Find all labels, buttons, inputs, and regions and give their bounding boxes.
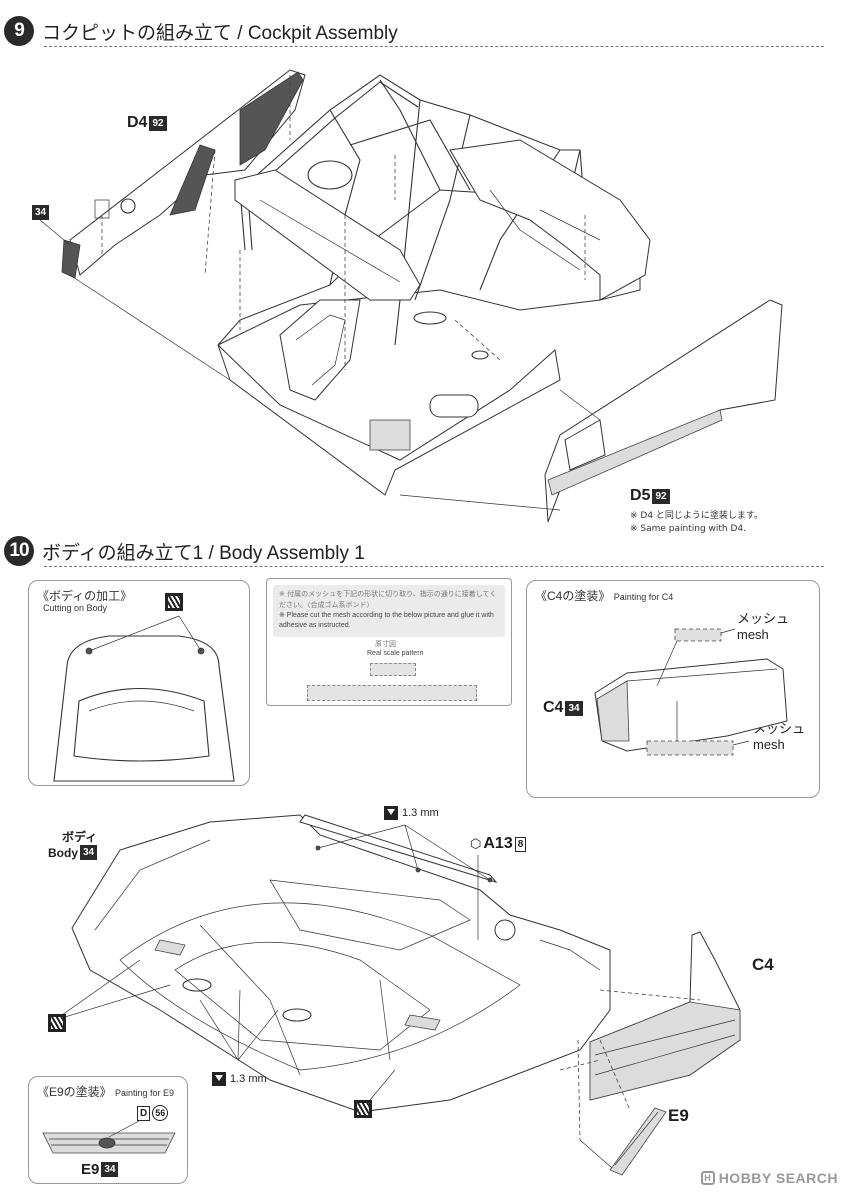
- e9-part-label: E9 34: [81, 1161, 119, 1178]
- e9-circle-code: 56: [152, 1105, 169, 1121]
- mesh-label-en-2: mesh: [753, 737, 785, 752]
- step-9-number: 9: [4, 16, 34, 46]
- mesh-pattern-small: [370, 663, 416, 676]
- cockpit-illustration: [39, 69, 783, 523]
- c4-box-title-jp: 《C4の塗装》: [535, 589, 611, 603]
- e9-box-title-jp: 《E9の塗装》: [37, 1085, 112, 1099]
- a13-part-label: ⬡ A13 8: [470, 835, 527, 853]
- mesh-patch-bottom: [646, 740, 734, 756]
- d5-note-en: ※ Same painting with D4.: [630, 524, 747, 534]
- body-label-jp: ボディ: [61, 830, 98, 844]
- c4-painting-box: 《C4の塗装》 Painting for C4 メッシュ mesh メッシュ m…: [526, 580, 820, 798]
- mesh-note-background: [273, 585, 505, 637]
- step-9-divider: [44, 46, 824, 47]
- mesh-note-jp: ※ 付属のメッシュを下記の形状に切り取り、指示の通りに接着してください。（合成ゴ…: [279, 590, 497, 609]
- body-part-label: ボディ Body 34: [48, 828, 98, 860]
- c4-main-name: C4: [752, 955, 774, 974]
- mesh-label-jp-1: メッシュ: [737, 611, 790, 626]
- cutting-box-subtitle: Cutting on Body: [43, 603, 108, 613]
- part-d4-name: D4: [127, 114, 148, 131]
- body-label-en: Body: [48, 845, 78, 860]
- e9-main-label: E9: [668, 1106, 689, 1126]
- drill-icon: [212, 1072, 226, 1086]
- c4-part-name: C4: [543, 699, 564, 716]
- e9-chip-d: D: [137, 1105, 151, 1121]
- drill-size-bottom: 1.3 mm: [212, 1072, 267, 1086]
- a13-part-name: A13: [483, 835, 513, 852]
- a13-color-code: 8: [514, 836, 527, 852]
- step-10-header: 10 ボディの組み立て1 / Body Assembly 1: [4, 536, 365, 566]
- e9-part-name: E9: [81, 1161, 100, 1178]
- hobby-search-logo-icon: H: [700, 1171, 715, 1185]
- drill-icon: [384, 806, 398, 820]
- drill-size-top: 1.3 mm: [384, 806, 439, 820]
- step-9-title: コクピットの組み立て / Cockpit Assembly: [42, 22, 398, 44]
- part-d4-code: 34: [32, 205, 50, 220]
- part-d5-color-code: 92: [652, 488, 670, 504]
- cutting-box-title: 《ボディの加工》: [37, 589, 133, 603]
- mesh-label-en-1: mesh: [737, 627, 769, 642]
- c4-box-title-en: Painting for C4: [613, 592, 674, 602]
- c4-part-color-code: 34: [565, 700, 583, 716]
- c4-bumper-illustration: [594, 628, 788, 756]
- e9-painting-box: 《E9の塗装》 Painting for E9 D 56 E9 34: [28, 1076, 188, 1184]
- paint-icon: [354, 1100, 372, 1118]
- body-color-code: 34: [80, 845, 98, 860]
- body-top-view: [53, 615, 235, 782]
- hobby-search-watermark: H HOBBY SEARCH: [700, 1170, 838, 1186]
- e9-box-title-en: Painting for E9: [115, 1088, 175, 1098]
- hobby-search-logo-text: HOBBY SEARCH: [718, 1170, 838, 1186]
- e9-box-title: 《E9の塗装》 Painting for E9: [37, 1083, 174, 1100]
- part-d5-name: D5: [630, 487, 651, 504]
- pattern-label-jp: 原寸図: [375, 640, 396, 648]
- step-10-number: 10: [4, 536, 34, 566]
- part-d4-code-chip: 34: [32, 205, 50, 220]
- shield-icon: ⬡: [470, 836, 482, 851]
- e9-color-codes: D 56: [137, 1105, 169, 1121]
- step-10-title: ボディの組み立て1 / Body Assembly 1: [42, 542, 365, 564]
- mesh-pattern-large: [307, 685, 477, 701]
- e9-part-color-code: 34: [101, 1162, 119, 1177]
- c4-box-title: 《C4の塗装》 Painting for C4: [535, 587, 673, 604]
- paint-icon: [48, 1014, 66, 1032]
- mesh-instruction-box: ※ 付属のメッシュを下記の形状に切り取り、指示の通りに接着してください。（合成ゴ…: [266, 578, 512, 706]
- c4-part-label: C4 34: [543, 699, 583, 717]
- d5-note-jp: ※ D4 と同じように塗装します。: [630, 511, 764, 521]
- e9-grille-illustration: [42, 1120, 176, 1154]
- part-d4-color-code: 92: [149, 115, 167, 131]
- e9-main-name: E9: [668, 1106, 689, 1125]
- step-9-header: 9 コクピットの組み立て / Cockpit Assembly: [4, 16, 398, 46]
- drill-size-top-value: 1.3 mm: [402, 807, 439, 819]
- mesh-patch-top: [674, 628, 722, 642]
- part-d4-label: D4 92: [127, 114, 167, 132]
- step-10-divider: [44, 566, 824, 567]
- pattern-label-en: Real scale pattern: [367, 650, 424, 657]
- cutting-on-body-box: 《ボディの加工》 Cutting on Body: [28, 580, 250, 786]
- part-d5-label: D5 92: [630, 487, 670, 505]
- drill-size-bottom-value: 1.3 mm: [230, 1073, 267, 1085]
- c4-main-label: C4: [752, 955, 774, 975]
- mesh-note-en: ※ Please cut the mesh according to the b…: [279, 612, 494, 629]
- paint-icon: [165, 593, 183, 611]
